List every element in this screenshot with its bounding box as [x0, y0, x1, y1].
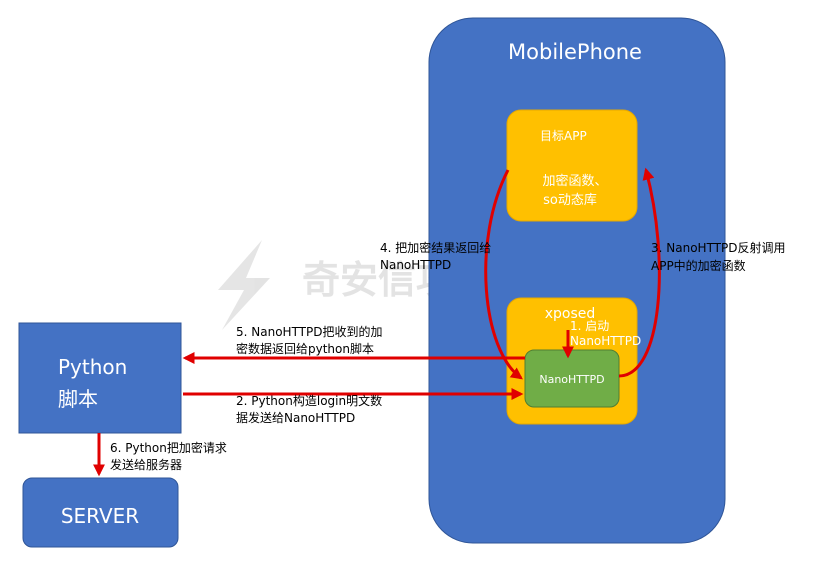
step4-line1: 4. 把加密结果返回给 [380, 240, 491, 255]
step1-line1: 1. 启动 [570, 319, 609, 333]
step5-line2: 密数据返回给python脚本 [236, 341, 374, 356]
arrow-step4 [484, 169, 523, 380]
step6-line2: 发送给服务器 [110, 457, 182, 472]
nanohttpd-label: NanoHTTPD [539, 373, 604, 386]
step3-line1: 3. NanoHTTPD反射调用 [651, 240, 786, 255]
python-script-line2: 脚本 [58, 387, 98, 411]
target-app-line1: 加密函数、 [542, 173, 607, 189]
step6-line1: 6. Python把加密请求 [110, 440, 227, 455]
step5-line1: 5. NanoHTTPD把收到的加 [236, 324, 383, 339]
edge-label-step4: 4. 把加密结果返回给 NanoHTTPD [380, 240, 491, 272]
target-app-line2: so动态库 [543, 192, 597, 208]
edge-label-step5: 5. NanoHTTPD把收到的加 密数据返回给python脚本 [236, 324, 383, 356]
step4-line2: NanoHTTPD [380, 258, 451, 272]
edge-label-step2: 2. Python构造login明文数 据发送给NanoHTTPD [236, 393, 382, 425]
edge-label-step1: 1. 启动 NanoHTTPD [570, 319, 641, 348]
step2-line2: 据发送给NanoHTTPD [236, 410, 355, 425]
target-app-title: 目标APP [540, 129, 587, 143]
server-box [22, 477, 179, 548]
lightning-logo-icon [218, 240, 270, 330]
server-label: SERVER [61, 504, 139, 528]
edge-label-step3: 3. NanoHTTPD反射调用 APP中的加密函数 [651, 240, 786, 273]
arrow-step3 [618, 167, 661, 378]
python-script-box [18, 322, 182, 434]
target-app-box [506, 109, 638, 222]
mobile-phone-label: MobilePhone [508, 40, 642, 64]
step3-line2: APP中的加密函数 [651, 258, 746, 273]
mobile-phone-container [428, 17, 726, 544]
step2-line1: 2. Python构造login明文数 [236, 393, 382, 408]
edge-label-step6: 6. Python把加密请求 发送给服务器 [110, 440, 227, 472]
xposed-label: xposed [545, 306, 596, 322]
step1-line2: NanoHTTPD [570, 334, 641, 348]
python-script-line1: Python [58, 355, 127, 379]
